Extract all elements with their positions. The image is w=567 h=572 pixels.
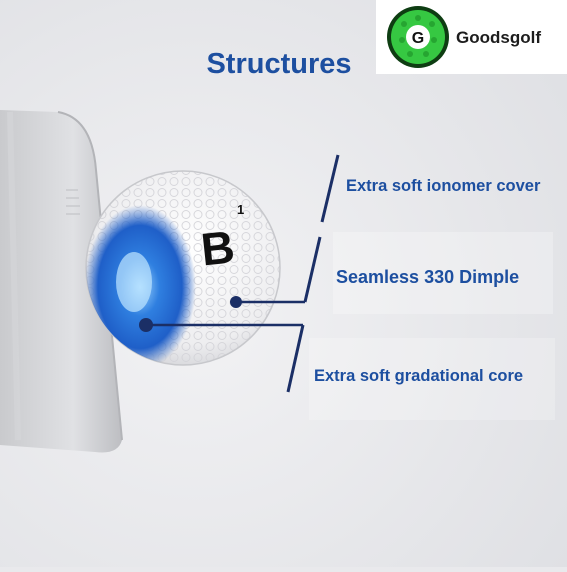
ball-brand-superscript: 1 (237, 202, 244, 217)
dimple-pointer-dot (230, 296, 242, 308)
golf-club-face (0, 110, 123, 453)
ball-brand-mark: B (199, 220, 237, 275)
page-title: Structures (206, 48, 352, 80)
ball-core-glow (86, 205, 196, 365)
callout-core-label: Extra soft gradational core (314, 367, 524, 385)
brand-name: Goodsgolf (456, 28, 541, 47)
callout-lines (139, 154, 340, 393)
golf-ball: B 1 (85, 170, 281, 366)
core-pointer-dot (139, 318, 153, 332)
logo-letter-g: G (412, 30, 424, 47)
callout-dimple-label: Seamless 330 Dimple (336, 267, 520, 287)
logo-icon-layer: G (387, 6, 449, 68)
callout-cover-label: Extra soft ionomer cover (346, 177, 541, 195)
